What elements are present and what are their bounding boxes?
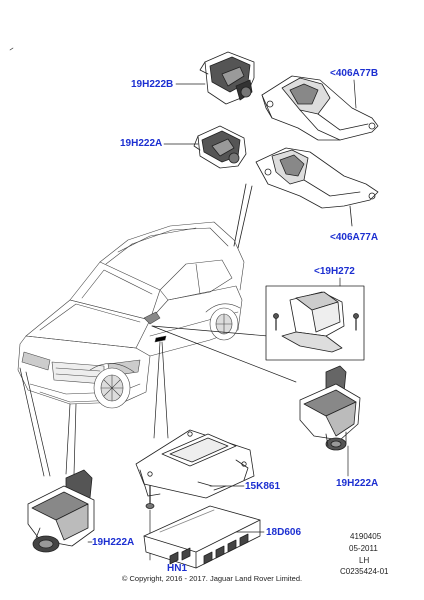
callout-19H222A-front[interactable]: 19H222A (92, 537, 135, 548)
callout-18D606[interactable]: 18D606 (266, 527, 302, 538)
callout-19H222A-mid[interactable]: 19H222A (120, 138, 163, 149)
ref-number: 4190405 (350, 532, 382, 541)
camera-19H222B-part (199, 51, 255, 105)
callout-19H222A-side[interactable]: 19H222A (336, 478, 379, 489)
copyright-notice: © Copyright, 2016 - 2017. Jaguar Land Ro… (121, 574, 303, 583)
bolt-HN1-part (145, 485, 155, 509)
callout-15K861[interactable]: 15K861 (245, 481, 281, 492)
callout-HN1[interactable]: HN1 (167, 563, 188, 574)
drawing-date: 05-2011 (349, 544, 378, 553)
drawing-id: C0235424-01 (340, 567, 389, 576)
camera-19H222A-part-mid (193, 125, 247, 169)
vehicle-outline (17, 221, 245, 409)
camera-19H222A-part-side (299, 365, 361, 451)
bracket-15K861-part (135, 429, 255, 499)
callout-406A77A[interactable]: <406A77A (330, 232, 379, 243)
callout-406A77B[interactable]: <406A77B (330, 68, 379, 79)
bracket-406A77B-part (261, 75, 379, 141)
callout-19H222B[interactable]: 19H222B (131, 79, 174, 90)
callout-19H272[interactable]: <19H272 (314, 266, 355, 277)
drawing-side: LH (359, 556, 370, 565)
bracket-406A77A-part (255, 147, 379, 227)
cover-kit-19H272-part (265, 285, 365, 361)
camera-19H222A-part-front (27, 469, 95, 553)
module-18D606-part (143, 505, 261, 569)
